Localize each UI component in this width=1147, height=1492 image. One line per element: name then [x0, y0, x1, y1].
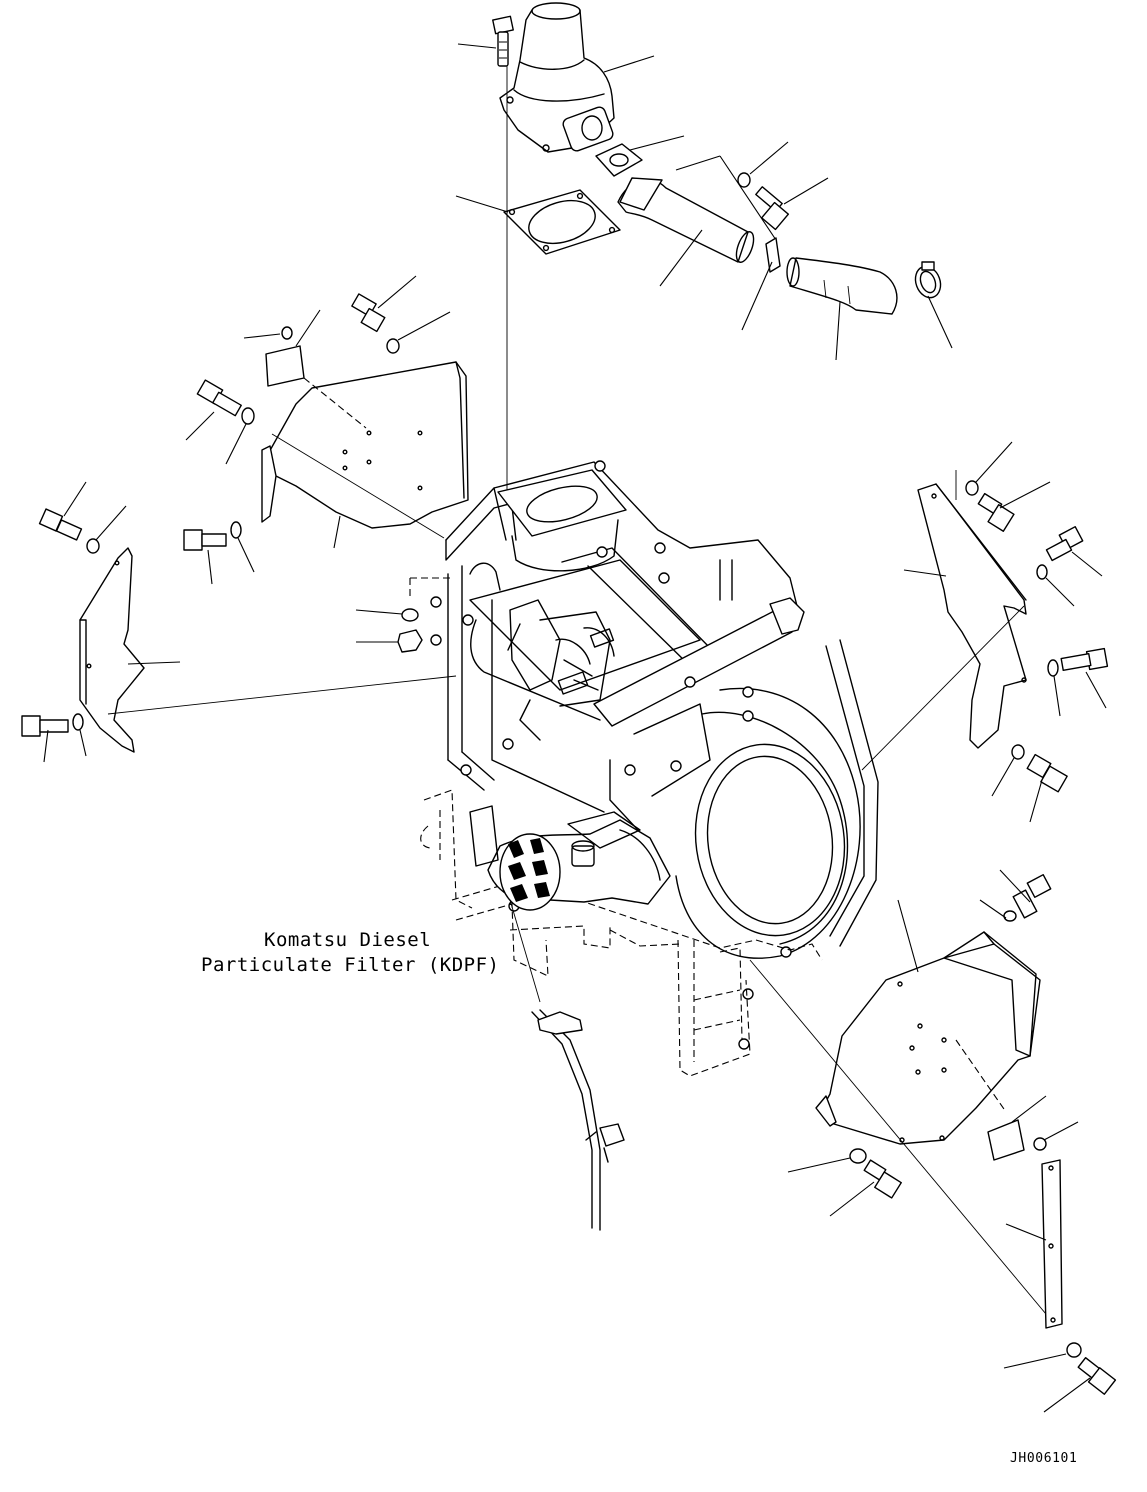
washer: [281, 326, 293, 340]
right-bolt-4: [1026, 753, 1068, 793]
small-plate-lower: [987, 1119, 1025, 1161]
lower-shield-bolt-2: [863, 1159, 902, 1199]
hose: [786, 257, 898, 315]
small-gasket: [595, 143, 643, 177]
pipe-bolt: [755, 186, 790, 231]
exhaust-pipe: [617, 177, 755, 263]
left-bracket: [79, 547, 145, 753]
washer: [230, 521, 242, 539]
lower-shield-bolt: [1012, 874, 1052, 919]
elbow-bolt: [492, 15, 514, 67]
bracket-bolt-bottom: [21, 715, 69, 737]
washer: [72, 713, 84, 731]
large-gasket: [503, 189, 621, 255]
drawing-code: JH006101: [1010, 1451, 1077, 1466]
washer: [1066, 1342, 1082, 1358]
hose-clamp: [914, 261, 942, 299]
washer: [386, 338, 400, 354]
washer: [1003, 910, 1017, 922]
washer: [1011, 744, 1025, 760]
right-bolt-top: [977, 492, 1015, 532]
shield-bolt: [351, 293, 386, 333]
shield-bolt-left: [196, 379, 242, 417]
component-label-line2: Particulate Filter (KDPF): [201, 954, 499, 976]
washer: [401, 608, 419, 622]
right-bolt-3: [1060, 647, 1109, 672]
small-plate-upper: [265, 345, 305, 387]
washer: [737, 172, 751, 188]
washer: [965, 480, 979, 496]
heat-shield-lower-right: [815, 931, 1041, 1145]
shield-bolt-lower: [183, 529, 227, 551]
washer: [1033, 1137, 1047, 1151]
washer: [1047, 659, 1059, 677]
washer: [86, 538, 100, 554]
nut: [397, 629, 423, 653]
washer: [241, 407, 255, 425]
right-bolt-2: [1045, 526, 1084, 562]
washer: [1036, 564, 1048, 580]
heat-shield-upper-left: [261, 361, 469, 529]
support-strap: [1041, 1159, 1063, 1329]
hose-clamp-small: [765, 237, 781, 273]
kdpf-unit: [409, 460, 879, 1077]
component-label-line1: Komatsu Diesel: [264, 929, 431, 951]
bracket-bolt-top: [38, 508, 83, 541]
drain-pipe: [531, 1009, 625, 1231]
strap-bolt: [1077, 1357, 1117, 1395]
right-bracket: [917, 483, 1027, 749]
outlet-elbow: [499, 2, 615, 153]
washer: [849, 1148, 867, 1164]
